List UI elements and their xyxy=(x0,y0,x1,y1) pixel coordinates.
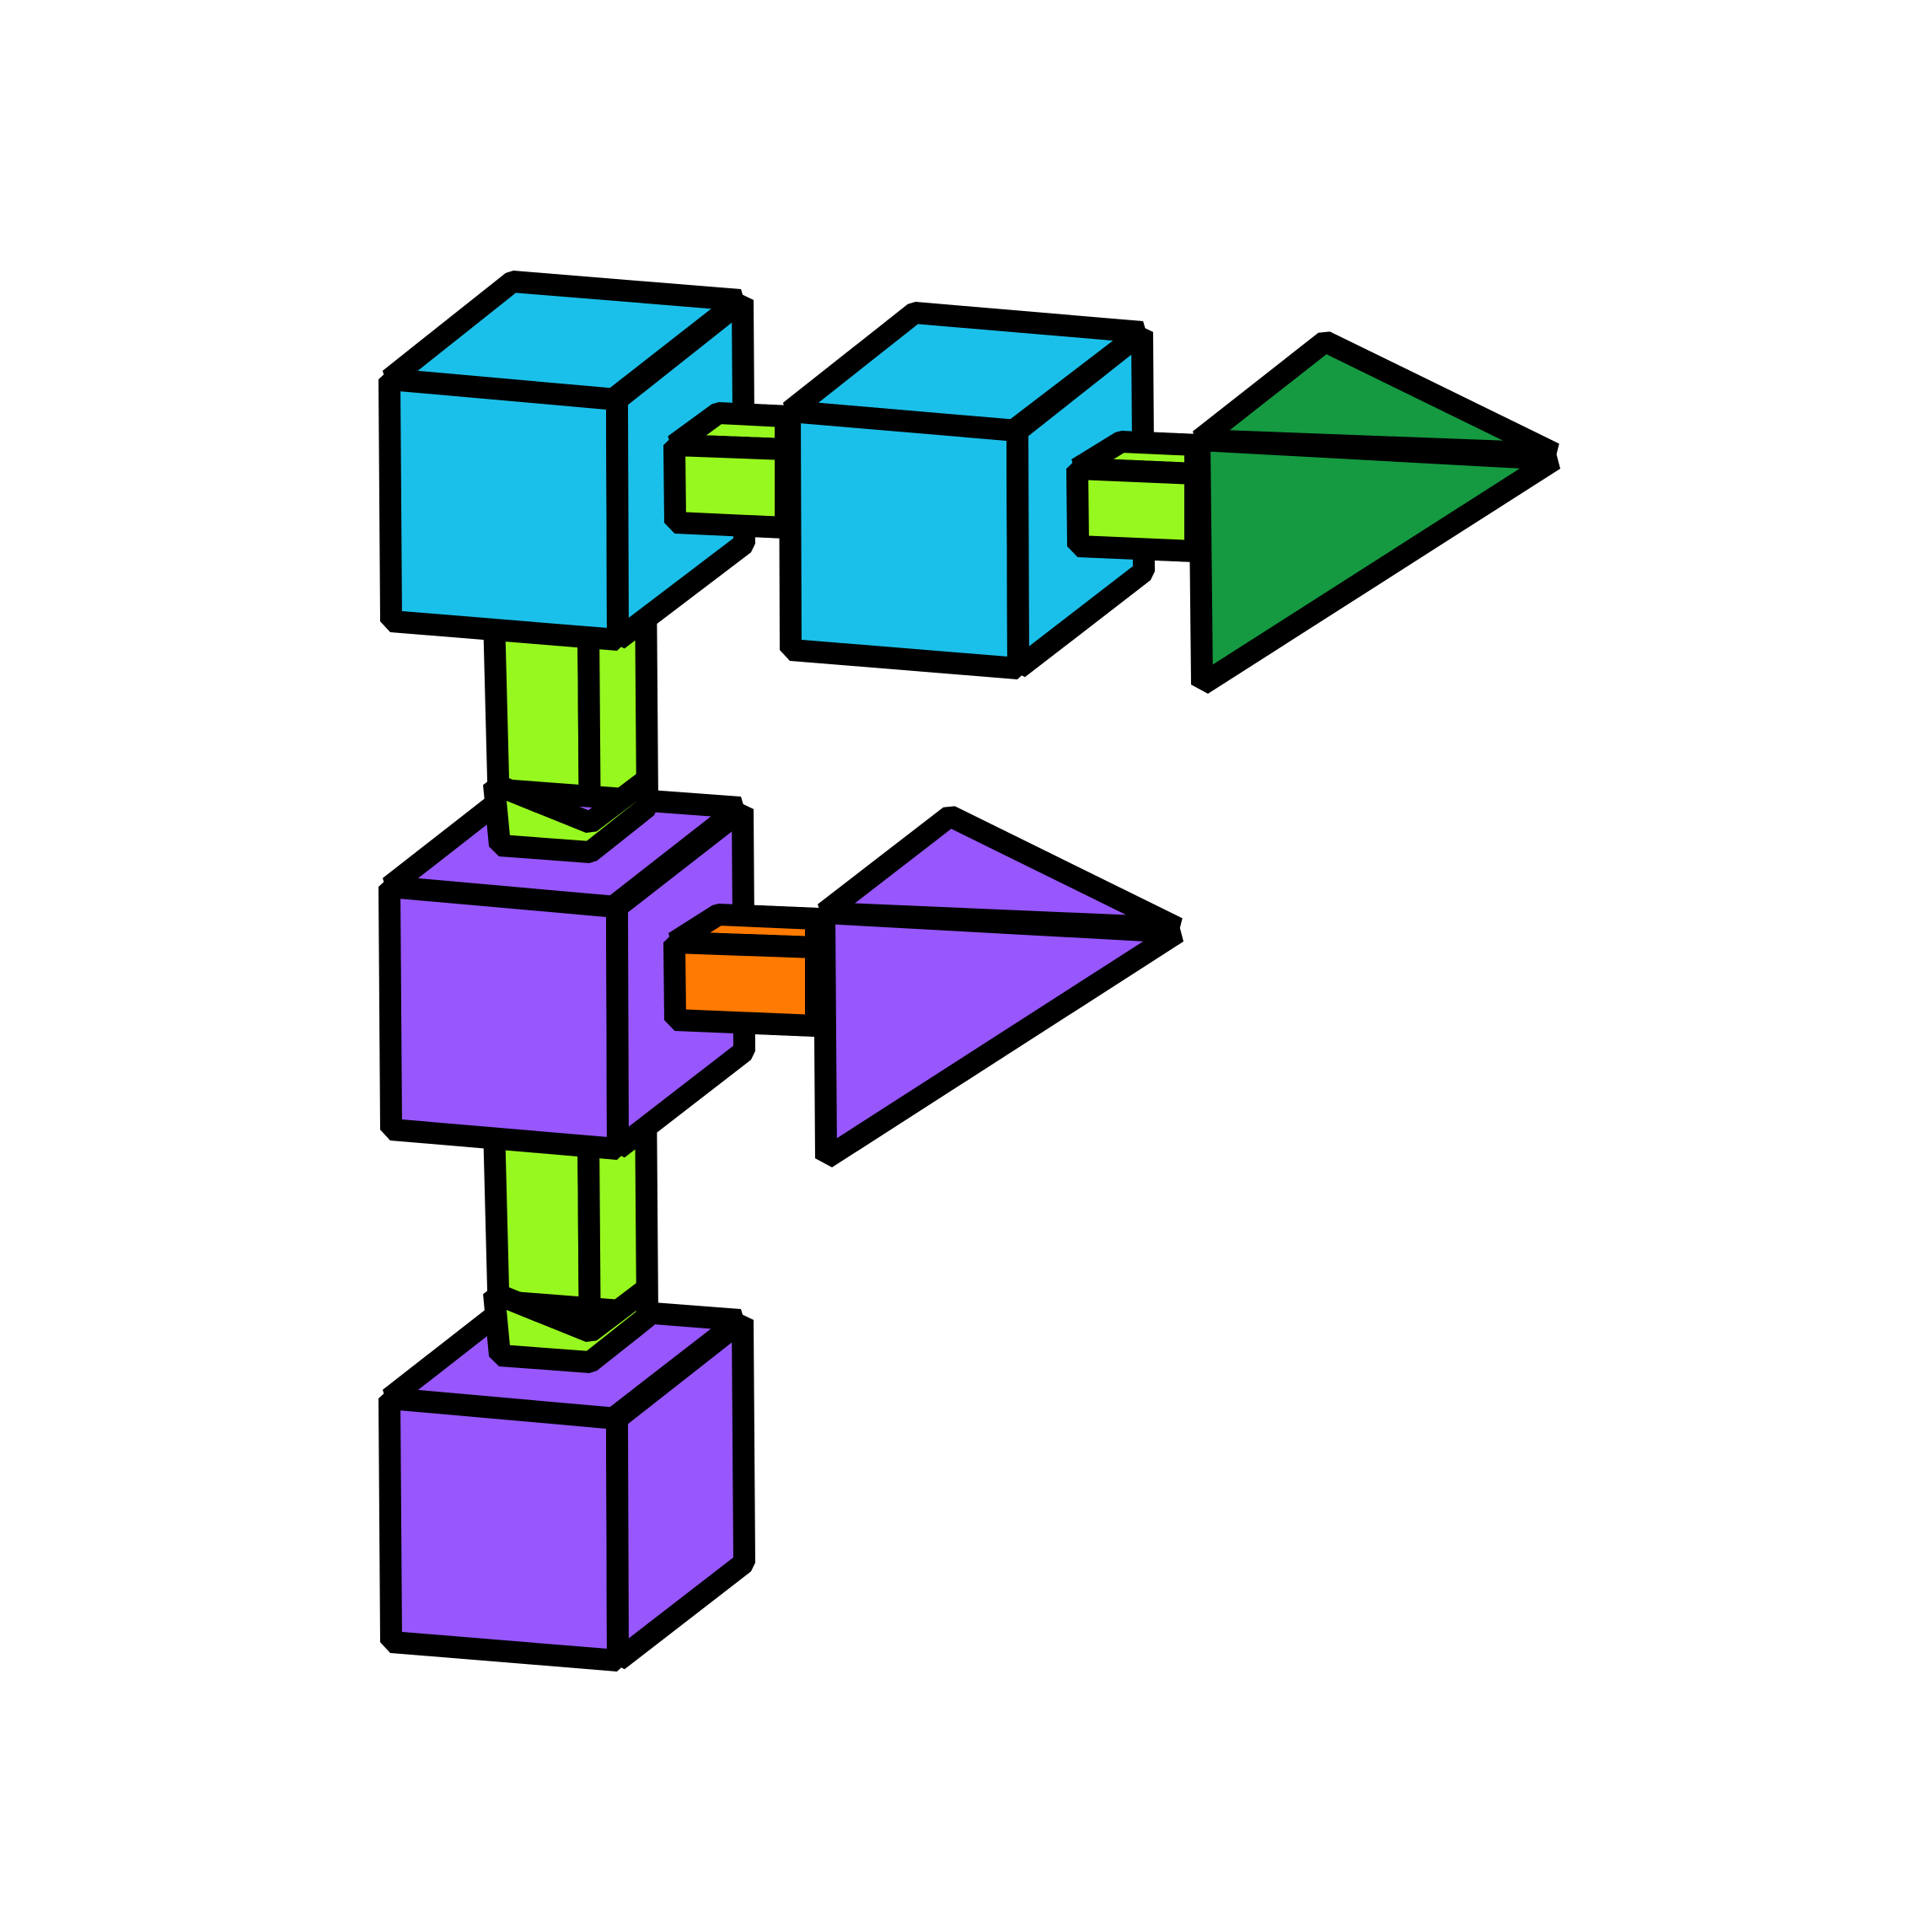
cyan-cube-top-left-front-face xyxy=(378,368,629,651)
green-wedge-front-face xyxy=(1189,429,1560,694)
orange-connector-end-front xyxy=(663,931,827,1037)
cyan-cube-top-middle-front-face xyxy=(779,400,1029,679)
lime-connector-lower-foreground xyxy=(483,1280,658,1373)
purple-cube-bottom-side-face xyxy=(606,1311,755,1670)
purple-cube-bottom-front-face xyxy=(378,1387,629,1672)
purple-wedge xyxy=(813,806,1184,1167)
lime-connector-top-foreground xyxy=(663,402,797,539)
cyan-cube-top-left xyxy=(378,271,755,651)
purple-wedge-front-face xyxy=(813,902,1184,1167)
purple-cube-middle xyxy=(378,780,755,1160)
orange-connector-foreground xyxy=(663,904,827,1037)
lime-connector-upper-foreground xyxy=(483,771,658,863)
lime-connector-top-right-end-front xyxy=(1066,458,1206,562)
lime-connector-upper-lip xyxy=(483,771,658,863)
lime-connector-lower-lip xyxy=(483,1280,658,1373)
green-wedge xyxy=(1189,331,1560,694)
lime-connector-top-end-front xyxy=(663,434,797,539)
lime-connector-top-right-foreground xyxy=(1066,431,1206,562)
purple-cube-middle-front-face xyxy=(378,876,629,1160)
